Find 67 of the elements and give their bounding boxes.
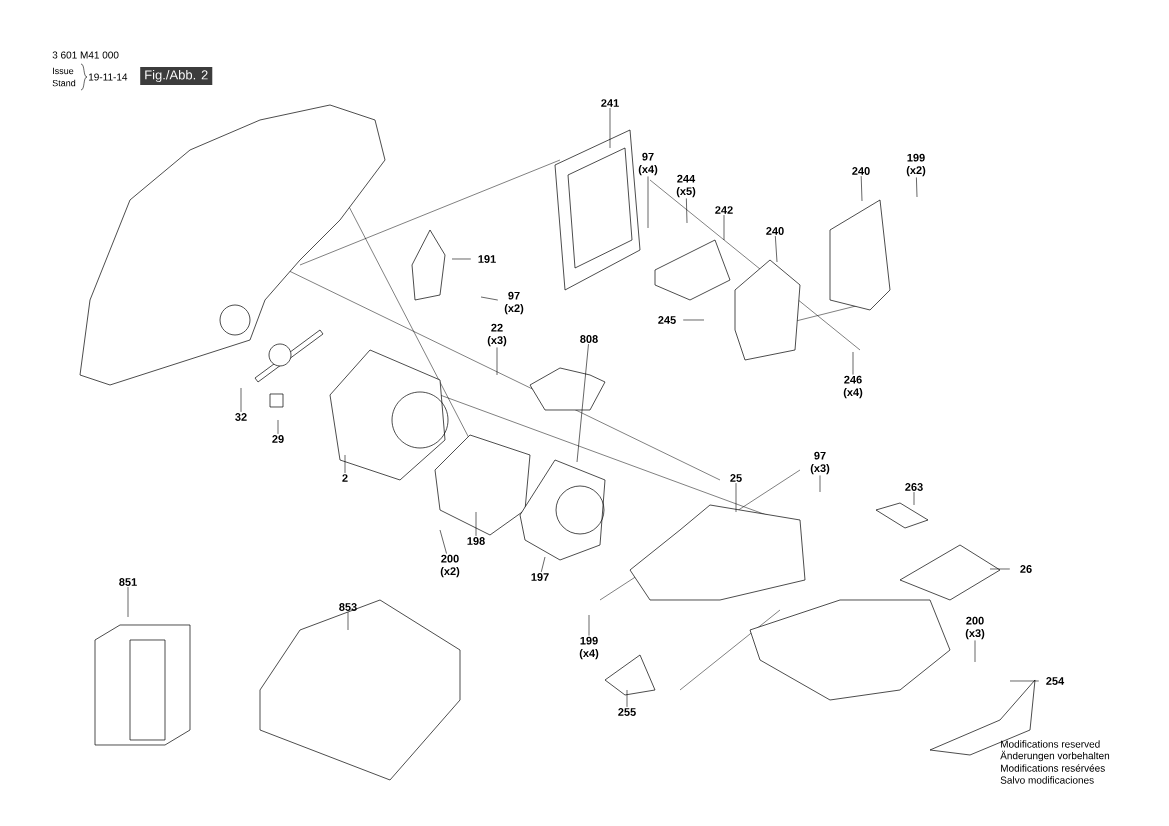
leader-line <box>775 235 778 263</box>
callout-number: 245 <box>658 316 676 324</box>
callout-number: 254 <box>1046 677 1065 685</box>
leader-line <box>480 296 499 301</box>
callout-number: 240 <box>852 167 870 175</box>
note-text: Salvo modificaciones <box>1000 776 1094 784</box>
callout-number: 32 <box>235 413 247 421</box>
issue-label: Issue <box>53 67 74 75</box>
callout-number: 22 (x3) <box>487 323 507 347</box>
callout-number: 198 <box>467 537 485 545</box>
callout-number: 808 <box>580 335 598 343</box>
callout-number: 263 <box>905 483 923 491</box>
callout-number: 200 (x3) <box>965 616 985 640</box>
leader-line <box>127 586 129 618</box>
callout-number: 97 (x3) <box>810 451 830 475</box>
leader-line <box>916 177 918 198</box>
callout-number: 240 <box>766 227 784 235</box>
callout-number: 199 (x2) <box>906 153 926 177</box>
leader-line <box>852 351 854 375</box>
callout-number: 199 (x4) <box>579 636 599 660</box>
leader-line <box>913 491 915 506</box>
leader-line <box>451 258 472 260</box>
callout-number: 191 <box>478 255 496 263</box>
leader-line <box>496 347 498 376</box>
callout-number: 25 <box>730 474 742 482</box>
note-text: Modifications reserved <box>1001 740 1100 748</box>
leader-line <box>240 387 242 413</box>
leader-line <box>974 640 976 663</box>
callout-number: 197 <box>531 573 549 581</box>
leader-line <box>439 529 447 554</box>
leader-line <box>344 454 346 474</box>
leader-line <box>647 176 649 229</box>
callout-number: 255 <box>618 708 636 716</box>
callout-number: 2 <box>342 474 348 482</box>
callout-number: 851 <box>119 578 137 586</box>
date-text: 19-11-14 <box>89 73 128 81</box>
callout-number: 244 (x5) <box>676 174 696 198</box>
leader-line <box>860 175 863 202</box>
callout-number: 97 (x4) <box>638 152 658 176</box>
callout-number: 97 (x2) <box>504 291 524 315</box>
figure-label: Fig./Abb. 2 <box>140 66 213 86</box>
leader-line <box>819 475 821 493</box>
callout-number: 853 <box>339 603 357 611</box>
callout-number: 241 <box>601 99 619 107</box>
leader-line <box>541 556 546 573</box>
leader-line <box>989 568 1011 570</box>
callout-number: 29 <box>272 435 284 443</box>
leader-line <box>347 611 349 631</box>
callout-number: 242 <box>715 206 733 214</box>
leader-line <box>277 419 279 435</box>
note-text: Modifications resérvées <box>1001 764 1105 772</box>
leader-line <box>682 319 705 321</box>
stand-label: Stand <box>52 79 76 87</box>
leader-line <box>475 511 477 537</box>
callout-number: 26 <box>1020 565 1032 573</box>
note-text: Änderungen vorbehalten <box>1000 750 1110 762</box>
leader-line <box>735 482 737 513</box>
leader-line <box>609 107 611 149</box>
leader-line <box>588 614 590 636</box>
leader-line <box>1009 680 1040 682</box>
leader-line <box>686 198 688 224</box>
leader-line <box>723 214 725 241</box>
leader-line <box>576 343 589 463</box>
callout-number: 200 (x2) <box>440 554 460 578</box>
leader-line <box>626 689 628 708</box>
part-number: 3 601 M41 000 <box>52 51 119 59</box>
callout-number: 246 (x4) <box>843 375 863 399</box>
